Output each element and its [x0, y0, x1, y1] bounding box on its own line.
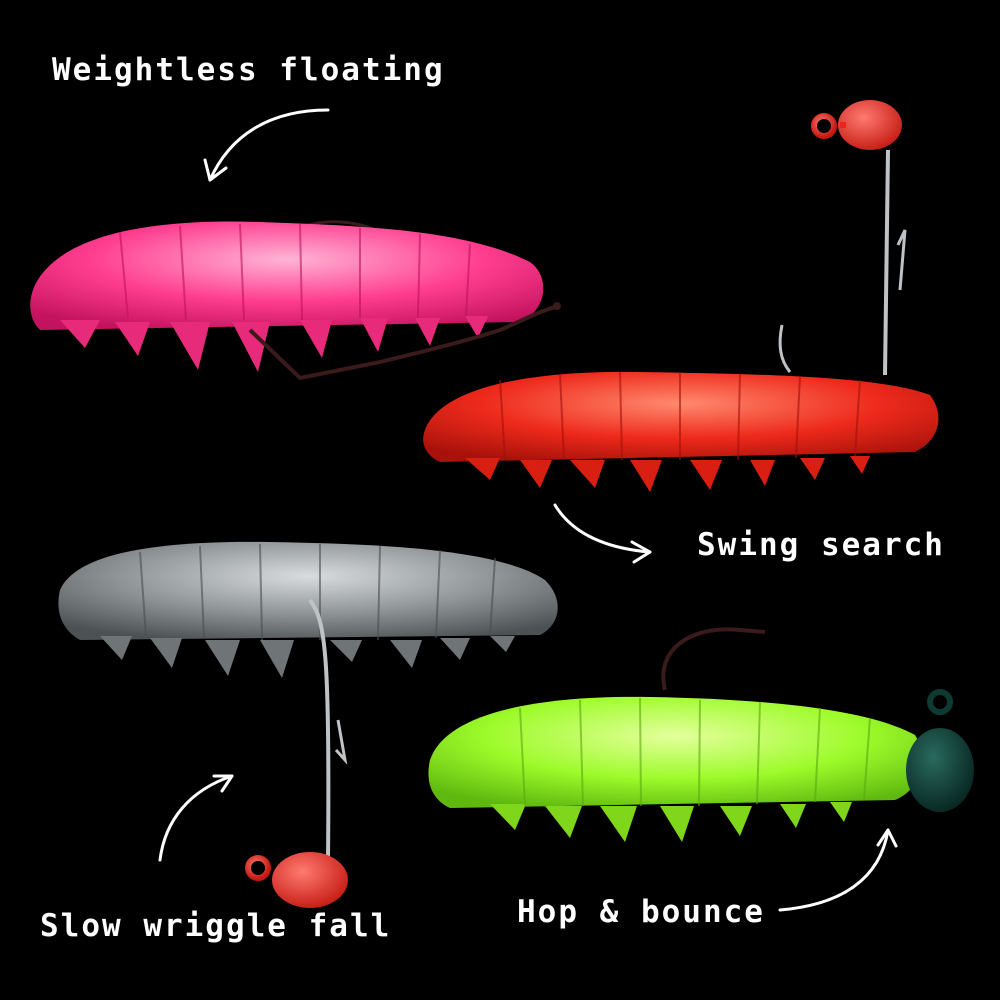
green-grub-lure [428, 627, 974, 842]
pink-grub-lure [30, 220, 561, 381]
arrow-slow [158, 774, 234, 862]
arrow-weightless [203, 108, 330, 182]
arrow-hop [778, 828, 898, 912]
silver-grub-lure [58, 541, 558, 908]
red-grub-lure [423, 100, 939, 492]
arrow-swing [553, 503, 652, 564]
caption-weightless-floating: Weightless floating [52, 52, 445, 88]
caption-slow-wriggle-fall: Slow wriggle fall [40, 908, 392, 944]
caption-hop-and-bounce: Hop & bounce [517, 894, 765, 930]
caption-swing-search: Swing search [697, 527, 945, 563]
